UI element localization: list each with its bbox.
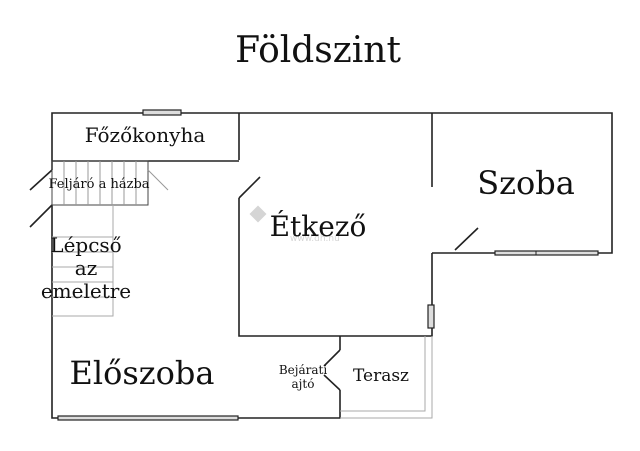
room-label-staircase-3: emeletre [41,279,131,303]
room-label-staircase-1: Lépcső [50,233,121,257]
room-label-kitchen: Főzőkonyha [85,123,206,147]
room-label-room: Szoba [477,164,575,202]
staircase [52,205,114,317]
room-label-staircase-2: az [75,256,97,280]
room-label-entrance-2: ajtó [292,377,315,391]
svg-text:www.dh.hu: www.dh.hu [290,234,340,244]
szoba-door [454,227,479,251]
plan-title: Földszint [235,30,401,71]
entrance-door [323,349,341,367]
room-label-entrance-1: Bejárati [279,363,328,377]
room-label-hall: Előszoba [70,354,215,392]
stairs-up [51,160,169,206]
etkezo-door [238,176,261,199]
windows [57,109,599,421]
room-label-dining: Étkező [270,210,367,243]
terrace-outline [340,336,433,419]
watermark: www.dh.hu [249,205,340,244]
room-label-terrace: Terasz [353,366,409,386]
room-label-stairs-up: Feljáró a házba [48,177,149,192]
